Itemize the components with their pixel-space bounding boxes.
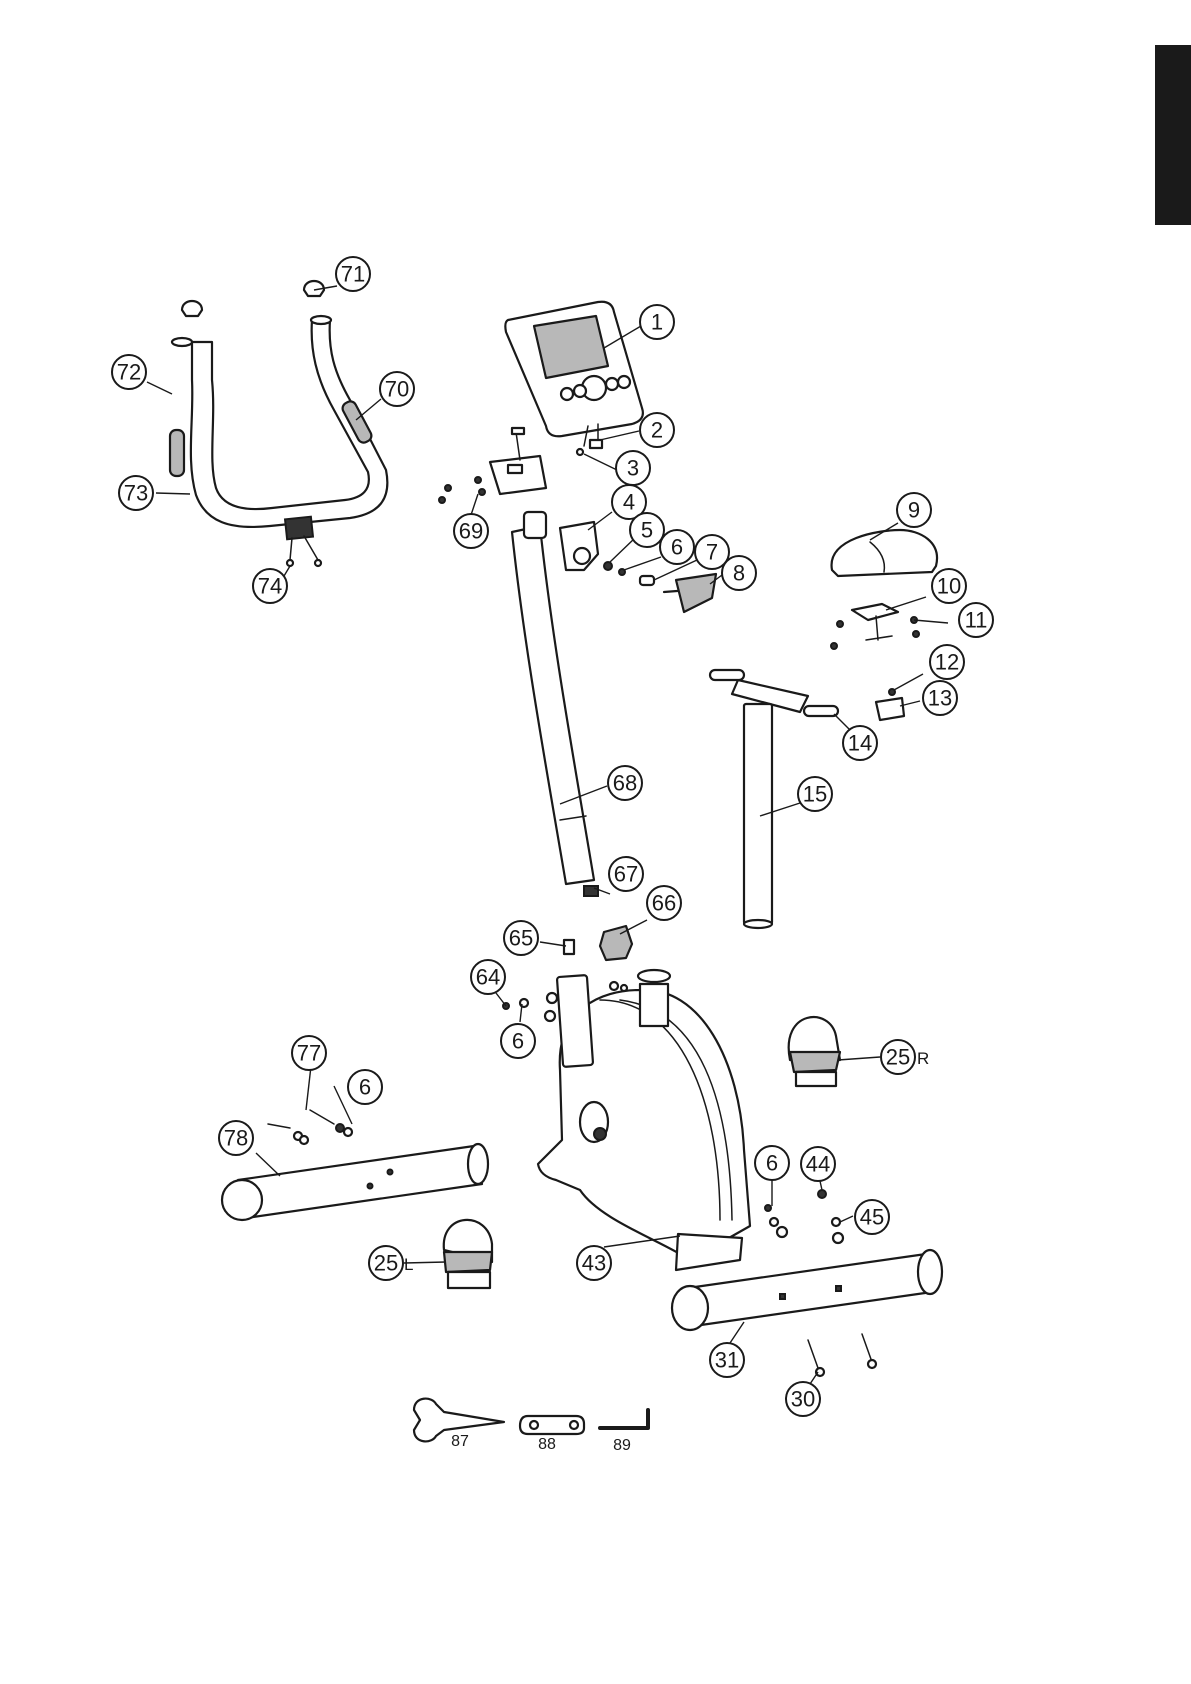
pedal-left	[444, 1220, 492, 1288]
svg-text:68: 68	[613, 771, 637, 796]
svg-text:14: 14	[848, 731, 872, 756]
suffix-left: L	[404, 1255, 413, 1274]
svg-text:78: 78	[224, 1126, 248, 1151]
callout-67: 67	[609, 857, 643, 891]
callout-14: 14	[843, 726, 877, 760]
svg-text:6: 6	[359, 1075, 371, 1100]
svg-text:8: 8	[733, 561, 745, 586]
svg-text:71: 71	[341, 262, 365, 287]
suffix-right: R	[917, 1049, 929, 1068]
callout-69: 69	[454, 514, 488, 548]
callout-6: 6	[660, 530, 694, 564]
callout-30: 30	[786, 1382, 820, 1416]
svg-text:13: 13	[928, 686, 952, 711]
tool-wrench	[520, 1416, 584, 1434]
tool-label-88: 88	[538, 1436, 556, 1453]
svg-text:4: 4	[623, 490, 635, 515]
callout-12: 12	[930, 645, 964, 679]
callout-2: 2	[640, 413, 674, 447]
svg-text:66: 66	[652, 891, 676, 916]
svg-text:5: 5	[641, 518, 653, 543]
mounting-plate	[439, 428, 546, 503]
callout-25-right: 25 R	[881, 1040, 929, 1074]
svg-text:6: 6	[766, 1151, 778, 1176]
handlebar-assembly	[170, 316, 387, 566]
callout-71: 71	[336, 257, 370, 291]
leader-lines	[147, 286, 948, 1384]
callout-44: 44	[801, 1147, 835, 1181]
callout-6-sensor: 6	[501, 1024, 535, 1058]
tool-allen-key	[600, 1410, 648, 1428]
callout-74: 74	[253, 569, 287, 603]
callout-66: 66	[647, 886, 681, 920]
seat-bracket	[831, 604, 919, 649]
callout-3: 3	[616, 451, 650, 485]
svg-text:43: 43	[582, 1251, 606, 1276]
svg-text:7: 7	[706, 540, 718, 565]
svg-text:64: 64	[476, 965, 500, 990]
callout-70: 70	[380, 372, 414, 406]
hardware-small	[765, 1190, 843, 1243]
svg-text:73: 73	[124, 481, 148, 506]
svg-text:10: 10	[937, 574, 961, 599]
svg-text:65: 65	[509, 926, 533, 951]
svg-text:70: 70	[385, 377, 409, 402]
callout-73: 73	[119, 476, 153, 510]
svg-text:30: 30	[791, 1387, 815, 1412]
svg-text:15: 15	[803, 782, 827, 807]
adjust-knob	[876, 689, 904, 720]
tool-label-87: 87	[451, 1433, 469, 1450]
callout-65: 65	[504, 921, 538, 955]
callout-15: 15	[798, 777, 832, 811]
svg-text:2: 2	[651, 418, 663, 443]
callout-6-front: 6	[348, 1070, 382, 1104]
svg-text:74: 74	[258, 574, 282, 599]
callout-77: 77	[292, 1036, 326, 1070]
svg-text:12: 12	[935, 650, 959, 675]
svg-text:31: 31	[715, 1348, 739, 1373]
svg-text:69: 69	[459, 519, 483, 544]
callout-68: 68	[608, 766, 642, 800]
callout-10: 10	[932, 569, 966, 603]
seat	[832, 530, 937, 576]
callout-72: 72	[112, 355, 146, 389]
callout-6-rear: 6	[755, 1146, 789, 1180]
callout-45: 45	[855, 1200, 889, 1234]
tool-label-89: 89	[613, 1437, 631, 1454]
svg-text:72: 72	[117, 360, 141, 385]
svg-text:9: 9	[908, 498, 920, 523]
svg-text:6: 6	[512, 1029, 524, 1054]
svg-text:1: 1	[651, 310, 663, 335]
callout-1: 1	[640, 305, 674, 339]
callout-78: 78	[219, 1121, 253, 1155]
svg-text:3: 3	[627, 456, 639, 481]
svg-text:25: 25	[374, 1251, 398, 1276]
svg-text:77: 77	[297, 1041, 321, 1066]
console-assembly	[505, 302, 643, 455]
svg-text:25: 25	[886, 1045, 910, 1070]
pedal-right	[789, 1017, 840, 1086]
callout-8: 8	[722, 556, 756, 590]
callout-25-left: 25 L	[369, 1246, 413, 1280]
callout-11: 11	[959, 603, 993, 637]
callout-64: 64	[471, 960, 505, 994]
svg-text:6: 6	[671, 535, 683, 560]
svg-text:45: 45	[860, 1205, 884, 1230]
svg-text:11: 11	[965, 608, 988, 633]
callout-31: 31	[710, 1343, 744, 1377]
front-stabilizer	[222, 1110, 488, 1220]
callout-43: 43	[577, 1246, 611, 1280]
callout-9: 9	[897, 493, 931, 527]
svg-text:44: 44	[806, 1152, 830, 1177]
callout-13: 13	[923, 681, 957, 715]
tool-labels: 87 88 89	[451, 1433, 631, 1454]
callout-5: 5	[630, 513, 664, 547]
end-cap-left	[182, 301, 202, 316]
svg-text:67: 67	[614, 862, 638, 887]
